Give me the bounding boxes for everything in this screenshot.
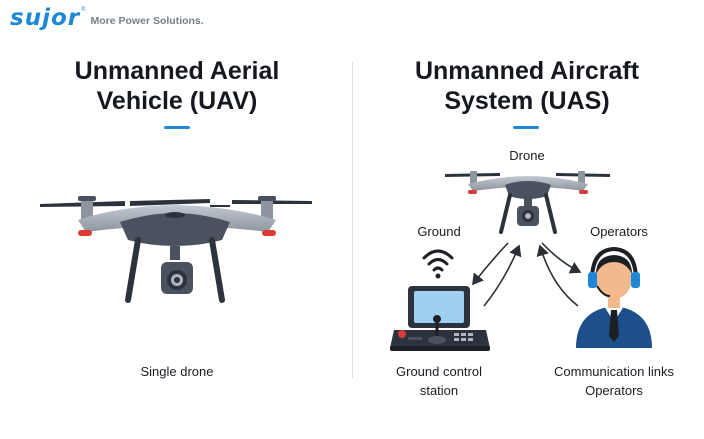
communication-links-label: Communication links Operators	[540, 362, 688, 400]
registered-mark: ®	[81, 7, 86, 13]
uas-title-line1: Unmanned Aircraft	[414, 57, 640, 85]
ground-label: Ground	[417, 224, 461, 239]
brand-logo: sujor ® More Power Solutions.	[10, 7, 204, 30]
brand-name: sujor	[10, 5, 81, 31]
ground-control-station-icon	[390, 286, 490, 351]
uas-accent-bar	[513, 126, 539, 129]
large-drone-icon	[40, 196, 312, 303]
brand-tagline: More Power Solutions.	[90, 15, 204, 27]
drone-label: Drone	[509, 148, 545, 163]
ground-control-station-label: Ground control station	[372, 362, 506, 400]
uav-title-line2: Vehicle (UAV)	[96, 87, 258, 115]
uav-title: Unmanned Aerial Vehicle (UAV)	[27, 56, 327, 116]
small-drone-icon	[445, 171, 610, 234]
uas-title: Unmanned Aircraft System (UAS)	[377, 56, 677, 116]
communication-links-line1: Communication links	[554, 364, 674, 379]
single-drone-caption: Single drone	[140, 364, 214, 379]
section-divider	[352, 62, 353, 378]
communication-links-line2: Operators	[585, 383, 643, 398]
arrow-drone-to-station	[472, 242, 509, 286]
ground-control-station-line2: station	[419, 383, 459, 398]
arrow-operator-to-drone	[536, 244, 579, 307]
uav-title-line1: Unmanned Aerial	[74, 57, 280, 85]
wifi-signal-icon	[422, 249, 454, 279]
uav-accent-bar	[164, 126, 190, 129]
operator-avatar-icon	[576, 246, 652, 348]
arrow-station-to-drone	[483, 244, 522, 307]
operators-label: Operators	[590, 224, 648, 239]
uas-title-line2: System (UAS)	[444, 87, 610, 115]
communication-links	[472, 242, 582, 307]
ground-control-station-line1: Ground control	[396, 364, 482, 379]
